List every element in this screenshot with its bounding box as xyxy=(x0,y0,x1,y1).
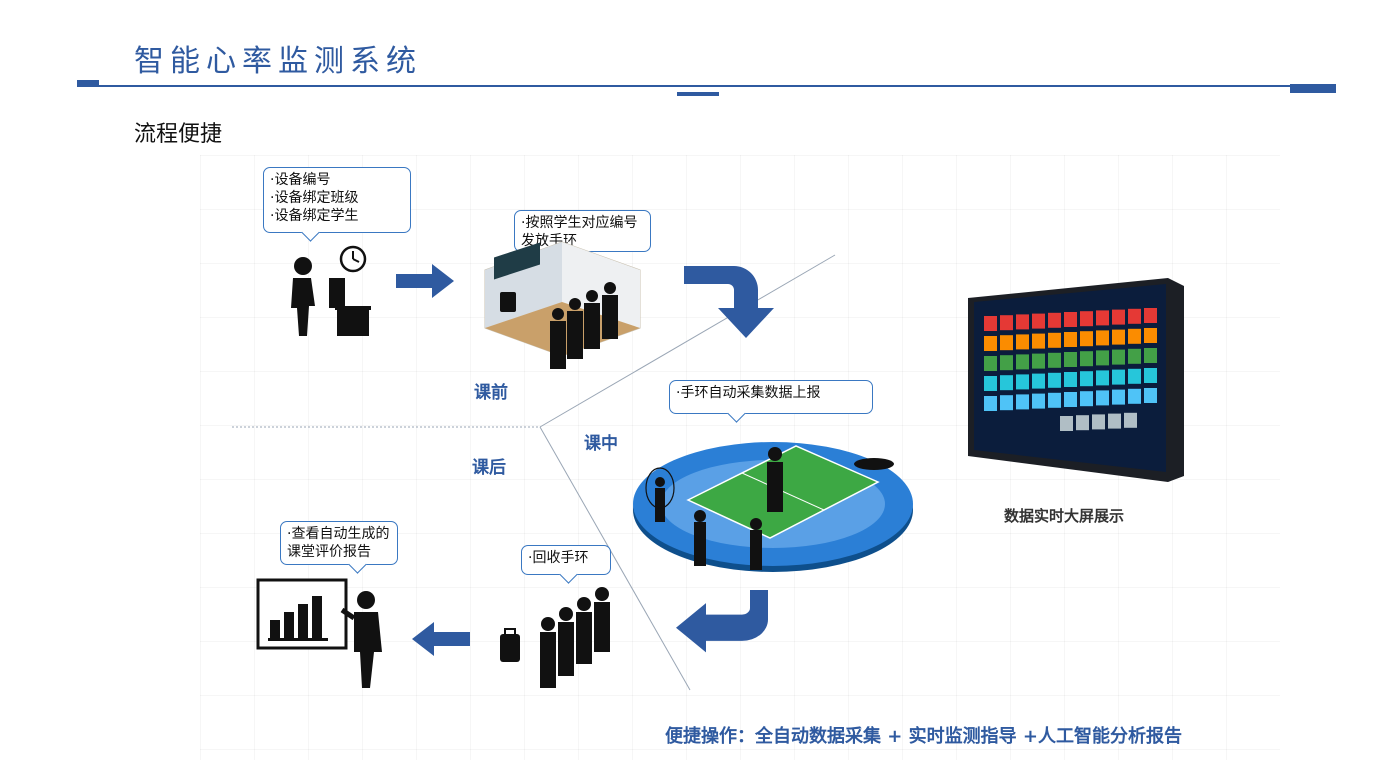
screen-cell xyxy=(1108,413,1121,429)
screen-cell xyxy=(1000,355,1013,371)
screen-cell xyxy=(1096,350,1109,366)
students-queue-icon xyxy=(500,587,610,688)
screen-cell xyxy=(1144,388,1157,403)
header-accent-right xyxy=(1290,84,1336,93)
screen-cell xyxy=(1144,308,1157,323)
screen-cell xyxy=(1128,328,1141,344)
screen-cell xyxy=(1112,309,1125,325)
collect-data-bubble: ·手环自动采集数据上报 xyxy=(669,380,873,414)
screen-cell xyxy=(1000,395,1013,411)
large-screen-icon xyxy=(968,278,1184,482)
recycle-bubble: ·回收手环 xyxy=(521,545,611,575)
screen-cell xyxy=(1092,414,1105,430)
screen-cell xyxy=(1128,348,1141,364)
screen-cell xyxy=(1144,328,1157,343)
classroom-icon xyxy=(484,241,641,369)
screen-cell xyxy=(1064,392,1077,407)
page-title: 智能心率监测系统 xyxy=(134,44,422,79)
screen-cell xyxy=(1128,308,1141,324)
screen-cell xyxy=(1096,310,1109,326)
screen-cell xyxy=(1080,331,1093,347)
screen-cell xyxy=(1016,314,1029,330)
phase-after-label: 课后 xyxy=(472,458,506,478)
screen-cell xyxy=(1124,412,1137,428)
screen-cell xyxy=(1112,329,1125,345)
screen-cell xyxy=(1060,416,1073,431)
arrow-curve-down-icon xyxy=(684,266,774,338)
screen-cell xyxy=(1064,312,1077,327)
screen-cell xyxy=(1112,389,1125,405)
screen-cell xyxy=(1096,330,1109,346)
screen-cell xyxy=(1016,374,1029,390)
screen-cell xyxy=(1076,415,1089,431)
header-accent-left xyxy=(77,80,99,87)
arrow-curve-left-icon xyxy=(676,590,768,653)
screen-cell xyxy=(1000,335,1013,351)
header-divider xyxy=(77,85,1335,87)
screen-cell xyxy=(1080,351,1093,367)
screen-cell xyxy=(1080,371,1093,387)
screen-cell xyxy=(1096,390,1109,406)
screen-cell xyxy=(1048,312,1061,328)
computer-user-icon xyxy=(291,245,371,336)
screen-cell xyxy=(1112,369,1125,385)
screen-cell xyxy=(984,336,997,351)
phase-during-label: 课中 xyxy=(584,434,618,454)
screen-cell xyxy=(1080,311,1093,327)
screen-cell xyxy=(1048,332,1061,348)
screen-cell xyxy=(984,396,997,411)
screen-cell xyxy=(1016,334,1029,350)
header-accent-middle xyxy=(677,92,719,96)
screen-cell xyxy=(1096,370,1109,386)
screen-cell xyxy=(1128,368,1141,384)
screen-cell xyxy=(1144,348,1157,363)
arrow-right-icon xyxy=(396,264,454,298)
setup-bubble: ·设备编号 ·设备绑定班级 ·设备绑定学生 xyxy=(263,167,411,233)
screen-cell xyxy=(984,316,997,331)
screen-cell xyxy=(1080,391,1093,407)
screen-cell xyxy=(984,376,997,391)
screen-cell xyxy=(1048,392,1061,408)
screen-cell xyxy=(1032,393,1045,409)
screen-cell xyxy=(1016,394,1029,410)
section-subtitle: 流程便捷 xyxy=(134,122,223,147)
arrow-left-icon xyxy=(412,622,470,656)
screen-cell xyxy=(1064,352,1077,367)
phase-before-label: 课前 xyxy=(474,383,508,403)
screen-cell xyxy=(1000,375,1013,391)
screen-cell xyxy=(1064,372,1077,387)
screen-cell xyxy=(984,356,997,371)
screen-cell xyxy=(1064,332,1077,347)
screen-cell xyxy=(1048,352,1061,368)
track-field-icon xyxy=(633,442,913,572)
screen-cell xyxy=(1016,354,1029,370)
screen-cell xyxy=(1032,353,1045,369)
screen-cell xyxy=(1048,372,1061,388)
screen-cell xyxy=(1032,333,1045,349)
screen-caption: 数据实时大屏展示 xyxy=(1004,507,1125,525)
screen-cell xyxy=(1128,388,1141,404)
screen-cell xyxy=(1032,313,1045,329)
footer-summary: 便捷操作：全自动数据采集 + 实时监测指导 +人工智能分析报告 xyxy=(665,726,1182,747)
presentation-icon xyxy=(256,578,382,688)
screen-cell xyxy=(1112,349,1125,365)
report-bubble: ·查看自动生成的 课堂评价报告 xyxy=(280,521,398,565)
screen-cell xyxy=(1032,373,1045,389)
screen-cell xyxy=(1000,315,1013,331)
screen-cell xyxy=(1144,368,1157,383)
